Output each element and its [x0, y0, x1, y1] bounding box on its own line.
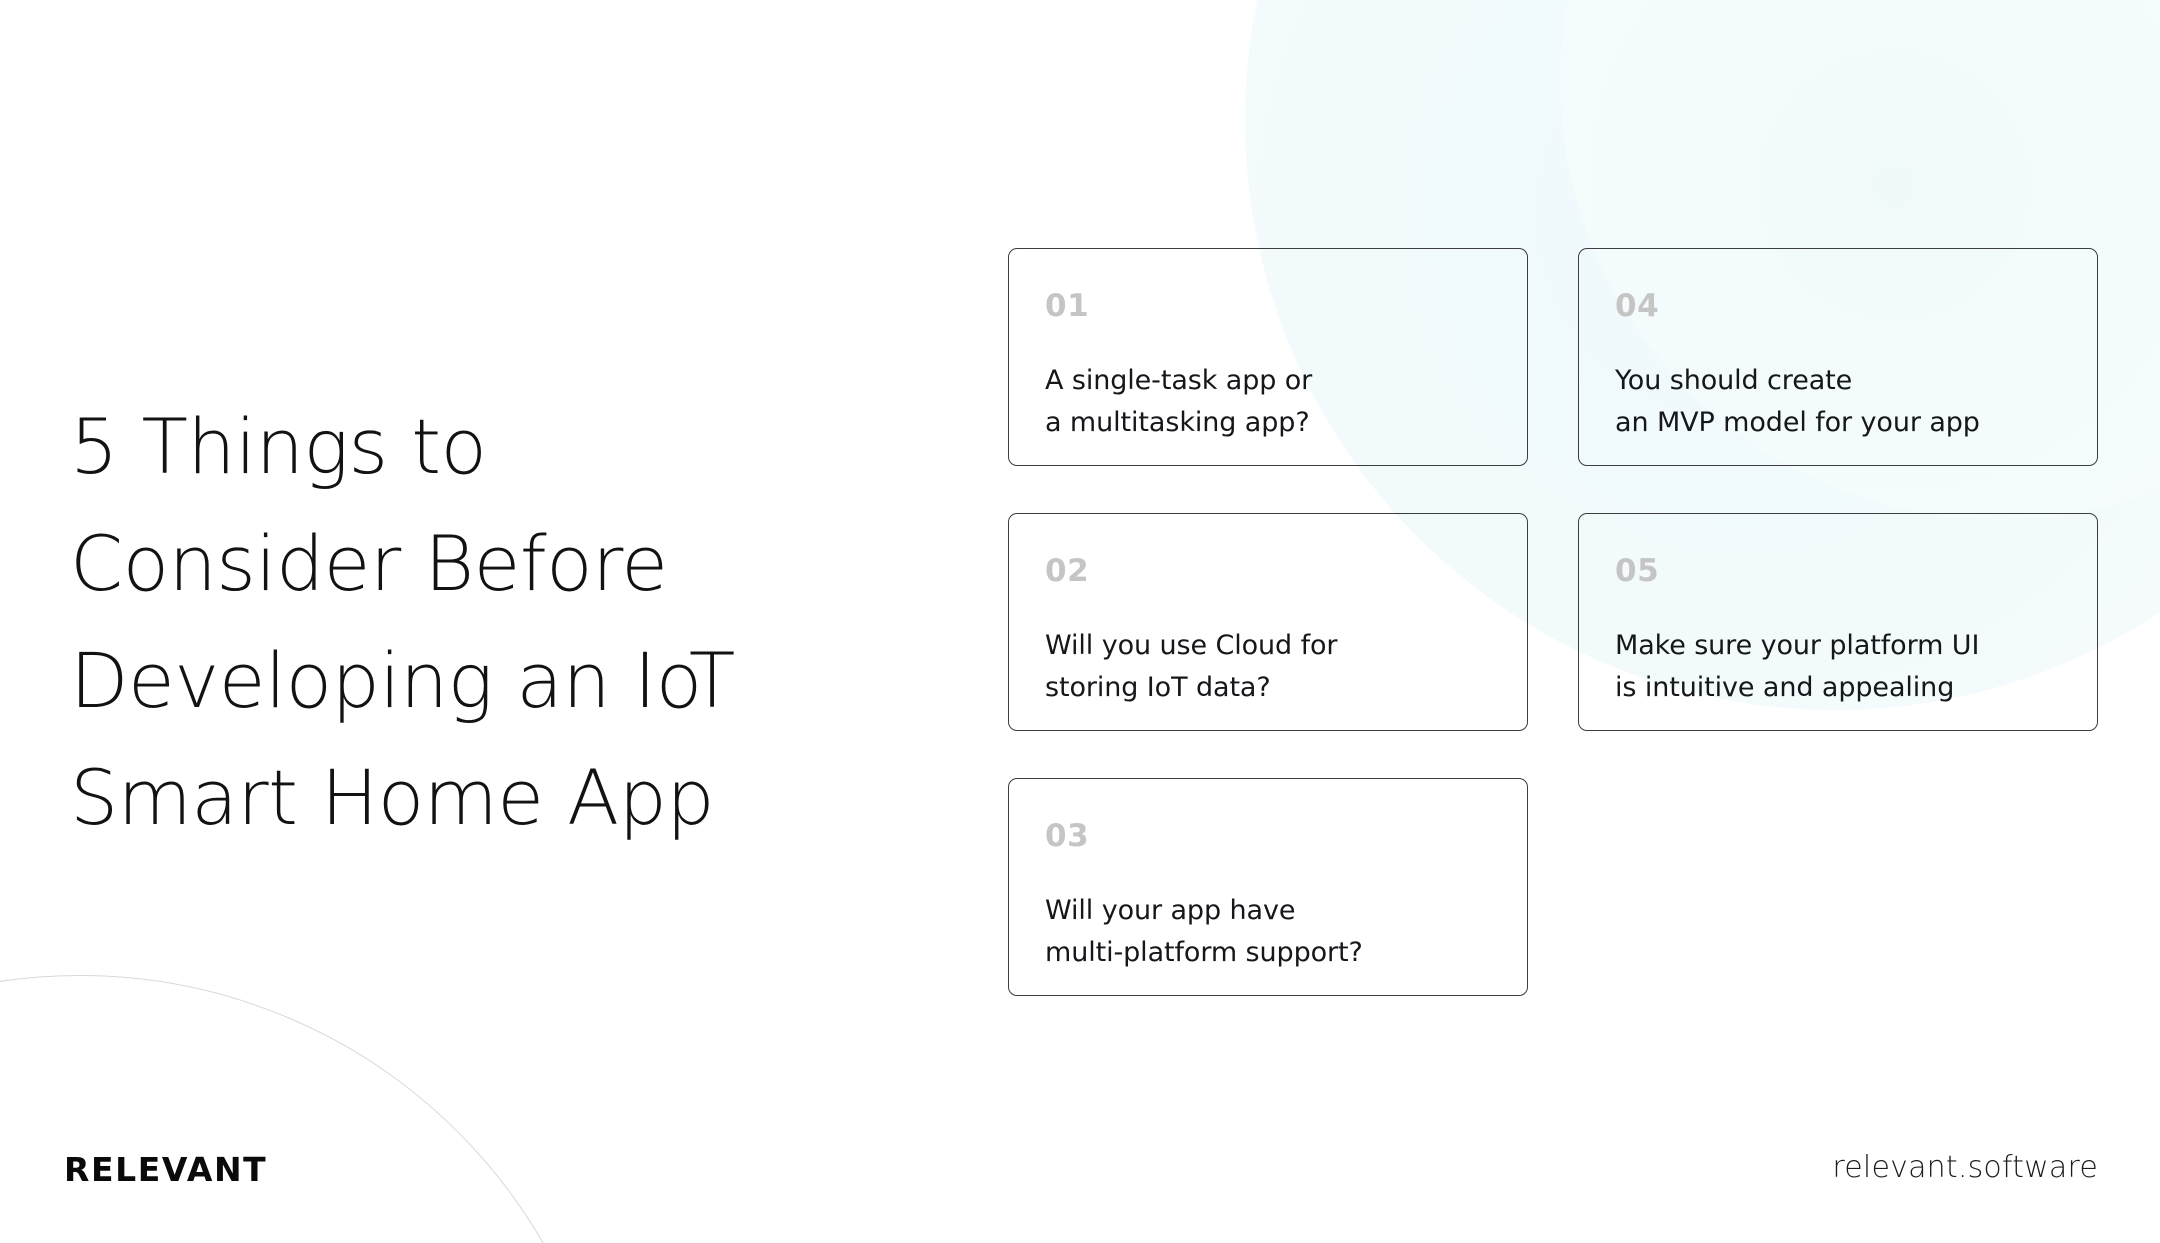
card-number-03: 03 [1045, 818, 1090, 854]
decorative-circle-arc-icon [0, 975, 615, 1243]
card-04[interactable]: 04 You should create an MVP model for yo… [1578, 248, 2098, 466]
card-number-01: 01 [1045, 288, 1090, 324]
card-number-02: 02 [1045, 553, 1090, 589]
cards-grid: 01 A single-task app or a multitasking a… [1008, 248, 2100, 996]
card-number-04: 04 [1615, 288, 1660, 324]
card-02[interactable]: 02 Will you use Cloud for storing IoT da… [1008, 513, 1528, 731]
relevant-logo: RELEVANT [64, 1150, 268, 1189]
card-text-01: A single-task app or a multitasking app? [1045, 365, 1313, 438]
card-text-02: Will you use Cloud for storing IoT data? [1045, 630, 1338, 703]
card-text-05: Make sure your platform UI is intuitive … [1615, 630, 1980, 703]
card-number-05: 05 [1615, 553, 1660, 589]
card-01[interactable]: 01 A single-task app or a multitasking a… [1008, 248, 1528, 466]
page-title: 5 Things to Consider Before Developing a… [70, 402, 735, 842]
card-grid-spacer [1578, 778, 2098, 996]
card-text-04: You should create an MVP model for your … [1615, 365, 1980, 438]
card-text-03: Will your app have multi-platform suppor… [1045, 895, 1363, 968]
card-05[interactable]: 05 Make sure your platform UI is intuiti… [1578, 513, 2098, 731]
card-03[interactable]: 03 Will your app have multi-platform sup… [1008, 778, 1528, 996]
website-url: relevant.software [1832, 1150, 2098, 1185]
